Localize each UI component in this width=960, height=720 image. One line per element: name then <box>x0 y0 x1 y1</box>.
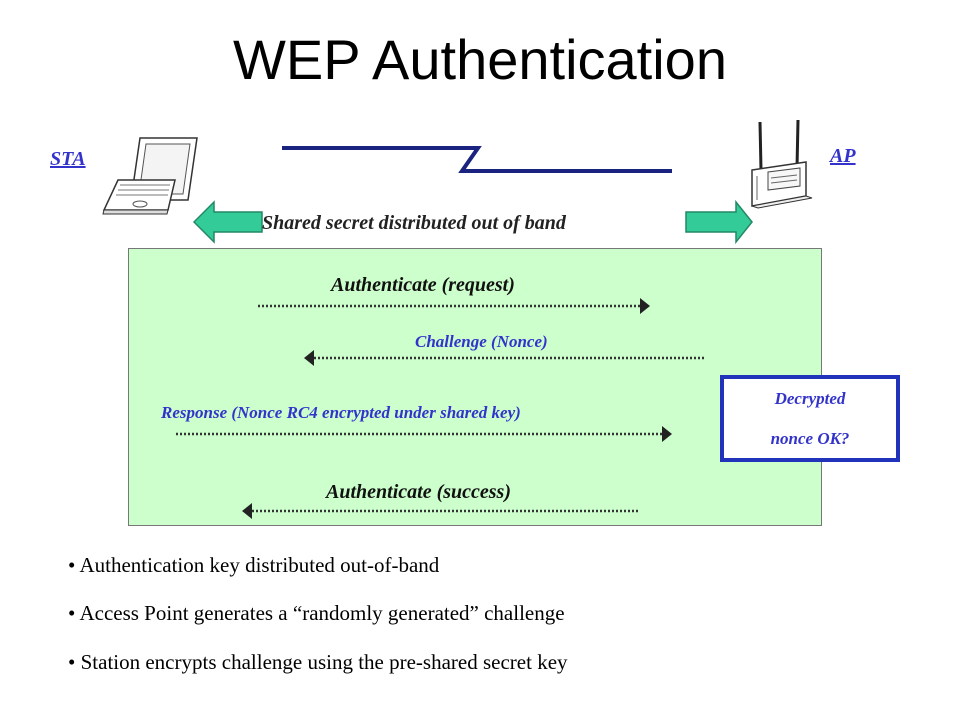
bullet-item: • Authentication key distributed out-of-… <box>68 553 440 577</box>
decrypted-line-1: Decrypted <box>774 389 846 408</box>
message-label-response: Response (Nonce RC4 encrypted under shar… <box>161 403 521 422</box>
bullet-text-2: Access Point generates a “randomly gener… <box>79 601 565 625</box>
ap-label: AP <box>830 145 856 167</box>
bullet-text-1: Authentication key distributed out-of-ba… <box>79 553 440 577</box>
bullet-item: • Access Point generates a “randomly gen… <box>68 601 565 625</box>
shared-secret-label: Shared secret distributed out of band <box>262 212 566 234</box>
decrypted-line-2: nonce OK? <box>770 429 850 448</box>
page-title: WEP Authentication <box>233 28 727 91</box>
bullet-item: • Station encrypts challenge using the p… <box>68 650 568 674</box>
exchange-box <box>128 248 822 526</box>
message-label-authenticate-success: Authenticate (success) <box>326 481 511 503</box>
bullet-text-3: Station encrypts challenge using the pre… <box>80 650 568 674</box>
laptop-icon-drawing <box>102 137 198 215</box>
right-green-arrow <box>685 199 753 245</box>
message-label-challenge: Challenge (Nonce) <box>415 332 548 351</box>
decrypted-nonce-box: Decrypted nonce OK? <box>720 375 900 462</box>
message-label-authenticate-request: Authenticate (request) <box>331 274 515 296</box>
left-green-arrow <box>192 200 263 244</box>
sta-label: STA <box>50 148 86 170</box>
